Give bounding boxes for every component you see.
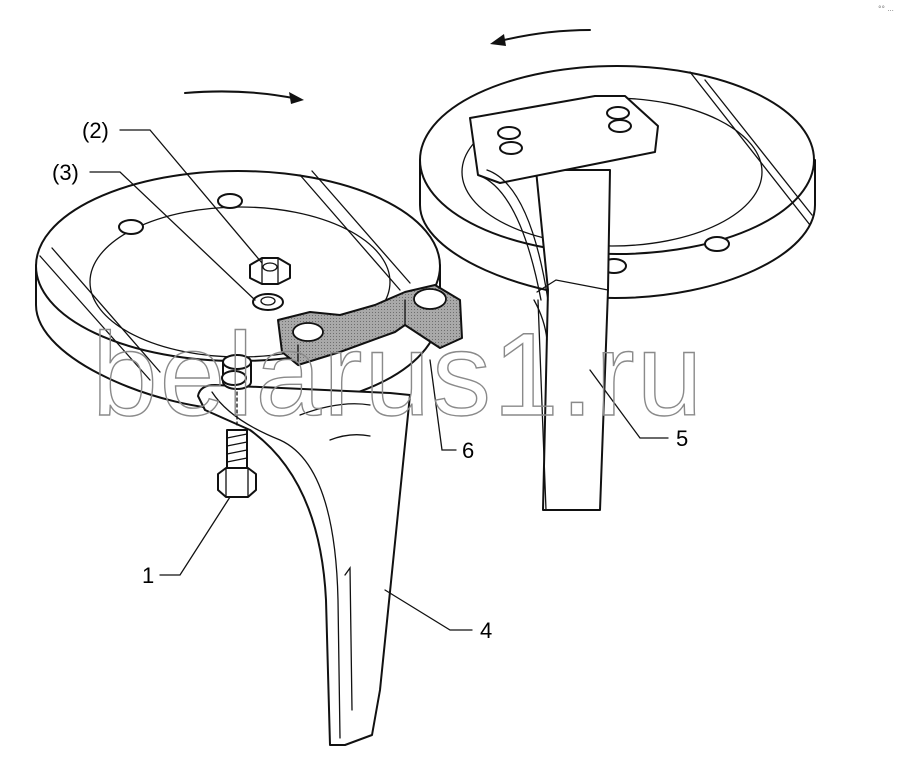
washer-3 <box>252 293 284 311</box>
leader-6 <box>429 359 457 451</box>
watermark-text: belarus1.ru <box>92 309 704 441</box>
label-part-2: (2) <box>82 118 109 143</box>
leader-4 <box>384 589 473 631</box>
bolt-1 <box>217 429 257 498</box>
left-rotor-disc <box>35 170 441 411</box>
nut-2 <box>249 257 291 285</box>
rotation-arrow-left <box>184 90 304 104</box>
leader-2 <box>119 129 263 264</box>
label-part-4: 4 <box>480 618 492 643</box>
bracket-6 <box>277 284 463 367</box>
knife-5 <box>533 169 611 511</box>
leader-1 <box>159 496 231 576</box>
corner-mark: °° ... <box>878 5 894 13</box>
label-part-3: (3) <box>52 160 79 185</box>
leader-5 <box>589 369 669 439</box>
label-part-5: 5 <box>676 426 688 451</box>
label-part-1: 1 <box>142 563 154 588</box>
right-bracket-plate <box>469 95 659 301</box>
label-part-6: 6 <box>462 438 474 463</box>
leader-3 <box>89 171 256 301</box>
washer-spacer <box>221 354 252 390</box>
knife-4 <box>197 384 411 746</box>
rotation-arrow-right <box>490 29 591 46</box>
